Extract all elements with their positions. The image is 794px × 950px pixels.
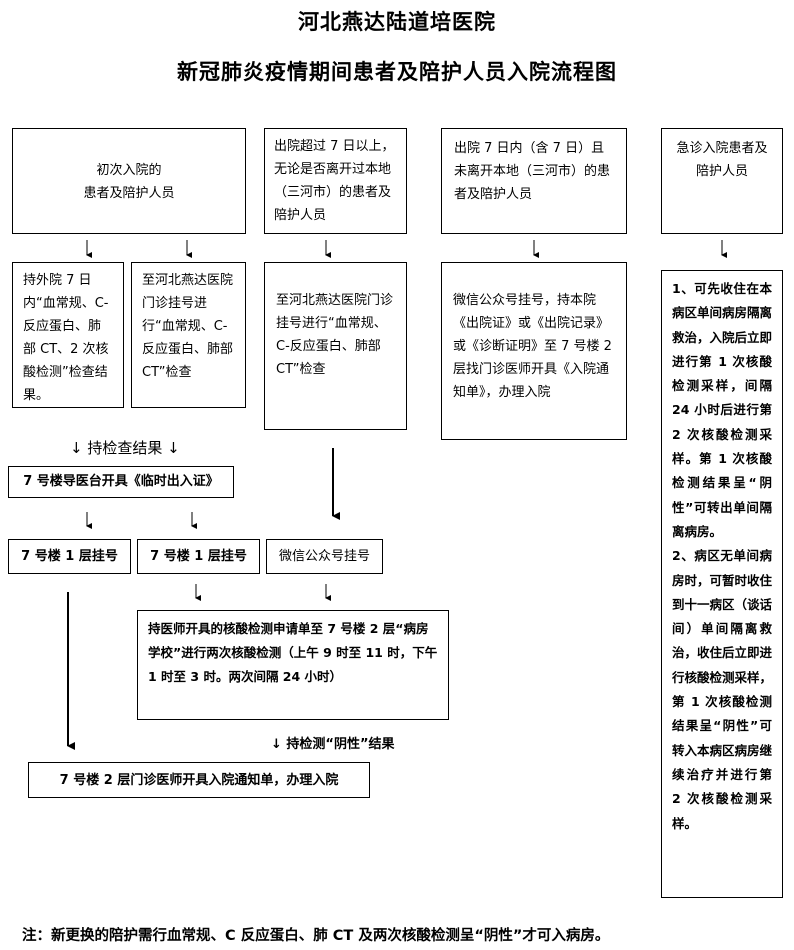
box-wechat-discharge-text: 微信公众号挂号，持本院《出院证》或《出院记录》或《诊断证明》至 7 号楼 2 层… (453, 293, 612, 400)
footer-note: 注：新更换的陪护需行血常规、C 反应蛋白、肺 CT 及两次核酸检测呈“阴性”才可… (22, 928, 610, 944)
box-nucleic-test: 持医师开具的核酸检测申请单至 7 号楼 2 层“病房学校”进行两次核酸检测（上午… (137, 610, 449, 720)
box-wechat-discharge: 微信公众号挂号，持本院《出院证》或《出院记录》或《诊断证明》至 7 号楼 2 层… (441, 262, 627, 440)
box-external-results-text: 持外院 7 日内“血常规、C-反应蛋白、肺部 CT、2 次核酸检测”检查结果。 (23, 273, 109, 403)
box-external-results: 持外院 7 日内“血常规、C-反应蛋白、肺部 CT、2 次核酸检测”检查结果。 (12, 262, 124, 408)
page-title: 新冠肺炎疫情期间患者及陪护人员入院流程图 (177, 60, 617, 84)
box-temporary-permit-text: 7 号楼导医台开具《临时出入证》 (23, 474, 219, 489)
box-registration-right: 7 号楼 1 层挂号 (137, 539, 260, 574)
box-over-7-days-text: 出院超过 7 日以上，无论是否离开过本地（三河市）的患者及陪护人员 (274, 139, 395, 223)
box-registration-left-text: 7 号楼 1 层挂号 (21, 549, 118, 564)
box-hospital-check-text: 至河北燕达医院门诊挂号进行“血常规、C-反应蛋白、肺部 CT”检查 (142, 273, 234, 380)
box-hospital-check-2-text: 至河北燕达医院门诊挂号进行“血常规、C-反应蛋白、肺部 CT”检查 (276, 293, 394, 377)
box-within-7-days: 出院 7 日内（含 7 日）且未离开本地（三河市）的患者及陪护人员 (441, 128, 627, 234)
box-hospital-check-2: 至河北燕达医院门诊挂号进行“血常规、C-反应蛋白、肺部 CT”检查 (264, 262, 407, 430)
box-nucleic-test-text: 持医师开具的核酸检测申请单至 7 号楼 2 层“病房学校”进行两次核酸检测（上午… (148, 621, 438, 684)
box-temporary-permit: 7 号楼导医台开具《临时出入证》 (8, 466, 234, 498)
box-wechat-registration: 微信公众号挂号 (266, 539, 383, 574)
box-within-7-days-text: 出院 7 日内（含 7 日）且未离开本地（三河市）的患者及陪护人员 (454, 141, 611, 202)
box-first-admission-text: 初次入院的 患者及陪护人员 (83, 163, 175, 201)
box-over-7-days: 出院超过 7 日以上，无论是否离开过本地（三河市）的患者及陪护人员 (264, 128, 407, 234)
box-final-admission: 7 号楼 2 层门诊医师开具入院通知单，办理入院 (28, 762, 370, 798)
box-emergency: 急诊入院患者及陪护人员 (661, 128, 783, 234)
box-wechat-registration-text: 微信公众号挂号 (278, 549, 370, 564)
box-emergency-text: 急诊入院患者及陪护人员 (676, 141, 768, 179)
box-emergency-procedure: 1、可先收住在本病区单间病房隔离救治，入院后立即进行第 1 次核酸检测采样，间隔… (661, 270, 783, 898)
box-emergency-procedure-text: 1、可先收住在本病区单间病房隔离救治，入院后立即进行第 1 次核酸检测采样，间隔… (672, 281, 773, 831)
label-negative-result: ↓ 持检测“阴性”结果 (271, 737, 395, 752)
hospital-name: 河北燕达陆道培医院 (298, 10, 496, 34)
box-final-admission-text: 7 号楼 2 层门诊医师开具入院通知单，办理入院 (59, 773, 339, 788)
box-first-admission: 初次入院的 患者及陪护人员 (12, 128, 246, 234)
box-registration-left: 7 号楼 1 层挂号 (8, 539, 131, 574)
box-hospital-check: 至河北燕达医院门诊挂号进行“血常规、C-反应蛋白、肺部 CT”检查 (131, 262, 246, 408)
box-registration-right-text: 7 号楼 1 层挂号 (150, 549, 247, 564)
label-with-results: ↓ 持检查结果 ↓ (70, 439, 180, 457)
